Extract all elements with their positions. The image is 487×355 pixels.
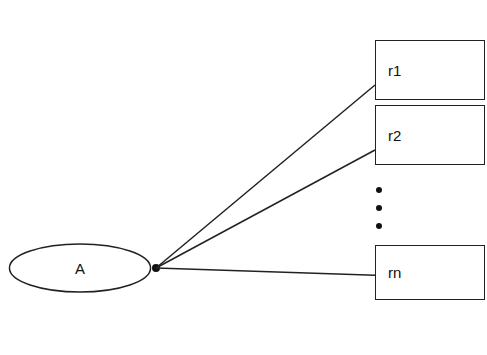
ellipsis-dot xyxy=(376,223,382,229)
relation-box: r2 xyxy=(375,105,485,165)
connector-line xyxy=(156,85,375,268)
entity-ellipse: A xyxy=(8,243,152,293)
relation-box: r1 xyxy=(375,40,485,100)
relation-label: rn xyxy=(388,264,401,281)
ellipsis-dot xyxy=(376,187,382,193)
relation-label: r1 xyxy=(388,62,401,79)
entity-label: A xyxy=(75,260,85,277)
connector-line xyxy=(156,268,375,275)
connector-line xyxy=(156,150,375,268)
relation-box: rn xyxy=(375,245,485,300)
relation-label: r2 xyxy=(388,127,401,144)
ellipsis-dot xyxy=(376,205,382,211)
